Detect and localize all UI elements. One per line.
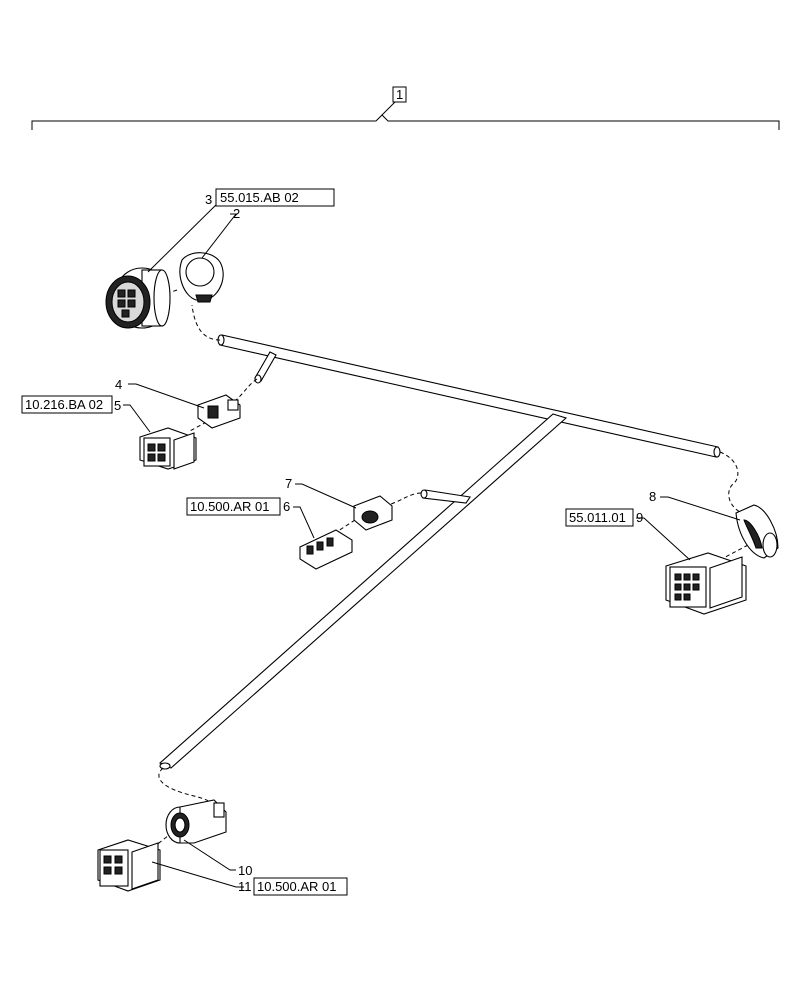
inline-connector-7 [353, 495, 393, 531]
harness-long-branch [159, 413, 568, 770]
backshell-2 [179, 252, 224, 303]
item-labels: 3 2 4 5 7 6 8 9 10 11 [114, 192, 656, 894]
item-4-label: 4 [115, 377, 122, 392]
ref-9-label: 55.011.01 [569, 510, 626, 525]
dashed-routes [149, 289, 749, 851]
item-6-label: 6 [283, 499, 290, 514]
item-5-label: 5 [114, 398, 121, 413]
harness-middle-branch [420, 489, 471, 504]
item-1-label: 1 [396, 87, 403, 102]
item-2-label: 2 [233, 206, 240, 221]
ref-5-label: 10.216.BA 02 [25, 397, 103, 412]
assembly-bracket: 1 [31, 86, 780, 130]
small-connector-4 [197, 394, 241, 429]
angled-connector-8 [735, 504, 779, 559]
harness-side-branch-top [254, 351, 277, 384]
reference-boxes: 55.015.AB 02 10.216.BA 02 10.500.AR 01 5… [21, 188, 634, 896]
ref-6-label: 10.500.AR 01 [190, 499, 270, 514]
item-8-label: 8 [649, 489, 656, 504]
leader-lines [123, 198, 741, 888]
ref-3-label: 55.015.AB 02 [220, 190, 299, 205]
large-connector-9 [665, 552, 747, 615]
round-connector-10 [165, 799, 227, 844]
item-7-label: 7 [285, 476, 292, 491]
item-3-label: 3 [205, 192, 212, 207]
plug-connector-6 [299, 529, 353, 570]
round-connector-3 [105, 267, 171, 329]
harness-main-branch [217, 334, 721, 458]
rect-connector-5 [139, 427, 197, 470]
rect-connector-11 [97, 839, 161, 892]
item-9-label: 9 [636, 510, 643, 525]
item-10-label: 10 [238, 863, 252, 878]
ref-11-label: 10.500.AR 01 [257, 879, 337, 894]
item-11-label: 11 [238, 879, 252, 894]
